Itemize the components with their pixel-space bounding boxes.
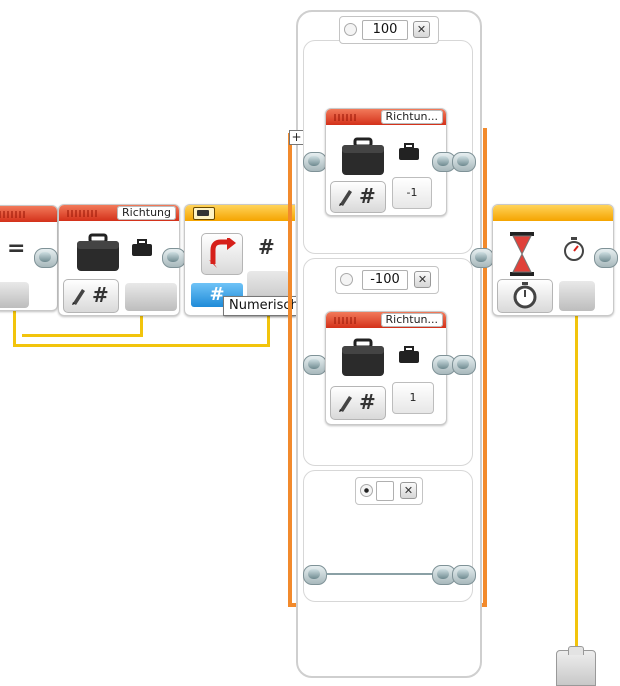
switch-right-border [483, 128, 487, 607]
case-1-value-input[interactable]: -1 [392, 177, 432, 209]
hash-icon: # [359, 184, 376, 208]
wait-block[interactable] [492, 204, 614, 316]
briefcase-icon [75, 233, 121, 273]
block-header [0, 206, 57, 222]
data-wire-segment [22, 334, 143, 337]
case-1-tab[interactable]: 100 ✕ [339, 16, 439, 44]
data-wire-segment [140, 300, 143, 337]
stopwatch-icon [563, 237, 585, 263]
mode-selector[interactable]: # [330, 386, 386, 420]
sequence-connector[interactable] [594, 248, 618, 268]
case-3-sequence-line [326, 573, 434, 575]
case-3-out-connector[interactable] [452, 565, 476, 585]
pencil-icon [70, 286, 86, 306]
hourglass-icon [509, 231, 535, 277]
case-2-value[interactable]: -100 [362, 270, 408, 290]
sequence-connector[interactable] [162, 248, 186, 268]
switch-arrow-icon [207, 238, 237, 270]
block-header: Richtun... [326, 312, 446, 328]
numeric-tooltip: Numerisch [223, 296, 305, 316]
compare-block[interactable]: = [0, 205, 58, 311]
stopwatch-mode-icon [512, 282, 538, 310]
switch-left-border [288, 133, 292, 607]
case-2-default-radio[interactable] [340, 273, 353, 286]
block-header [185, 205, 295, 221]
mode-selector[interactable]: # [330, 181, 386, 213]
briefcase-icon [340, 338, 386, 378]
view-toggle-icon[interactable] [193, 207, 215, 220]
case-3-value[interactable] [376, 481, 394, 501]
case-2-delete-button[interactable]: ✕ [414, 271, 431, 288]
briefcase-small-icon [398, 346, 420, 364]
case-2-tab[interactable]: -100 ✕ [335, 266, 439, 294]
briefcase-small-icon [131, 239, 153, 257]
data-wire-segment [267, 297, 270, 347]
block-header [493, 205, 613, 221]
switch-mode-selector[interactable] [201, 233, 243, 275]
case-3-tab[interactable]: ✕ [355, 477, 423, 505]
mode-selector[interactable]: # [63, 279, 119, 313]
case-2-variable-block[interactable]: Richtun... # 1 [325, 311, 447, 425]
case-2-start-connector[interactable] [303, 355, 327, 375]
variable-name-label[interactable]: Richtun... [380, 313, 443, 327]
block-header: Richtung [59, 205, 179, 221]
switch-mode-hash-icon: # [258, 235, 275, 259]
data-wire-segment [13, 344, 270, 347]
variable-name-label[interactable]: Richtun... [380, 110, 443, 124]
case-1-variable-block[interactable]: Richtun... # -1 [325, 108, 447, 216]
case-3-delete-button[interactable]: ✕ [400, 482, 417, 499]
wait-mode-selector[interactable] [497, 279, 553, 313]
case-1-delete-button[interactable]: ✕ [413, 21, 430, 38]
case-1-out-connector[interactable] [452, 152, 476, 172]
block-header: Richtun... [326, 109, 446, 125]
case-2-value-input[interactable]: 1 [392, 382, 434, 414]
pencil-icon [337, 393, 353, 413]
output-plug [0, 282, 29, 308]
pencil-icon [337, 187, 353, 207]
case-1-default-radio[interactable] [344, 23, 357, 36]
hash-icon: # [359, 390, 376, 414]
variable-name-label[interactable]: Richtung [117, 206, 176, 220]
output-plug [559, 281, 595, 311]
data-wire-segment [13, 303, 16, 347]
briefcase-small-icon [398, 143, 420, 161]
case-2-out-connector[interactable] [452, 355, 476, 375]
sequence-connector[interactable] [34, 248, 58, 268]
compare-symbol: = [7, 236, 26, 261]
case-1-value[interactable]: 100 [362, 20, 408, 40]
briefcase-icon [340, 137, 386, 177]
wire-terminal-notch [568, 646, 584, 655]
hash-icon: # [92, 283, 109, 307]
data-wire-segment [575, 308, 578, 653]
add-case-button[interactable]: + [289, 130, 304, 145]
case-1-start-connector[interactable] [303, 152, 327, 172]
variable-block-richtung[interactable]: Richtung # [58, 204, 180, 316]
case-3-start-connector[interactable] [303, 565, 327, 585]
wire-terminal[interactable] [556, 650, 596, 686]
sequence-connector[interactable] [470, 248, 494, 268]
output-plug [125, 283, 177, 311]
case-3-default-radio[interactable] [360, 484, 373, 497]
case-2-end-connector[interactable] [432, 355, 456, 375]
